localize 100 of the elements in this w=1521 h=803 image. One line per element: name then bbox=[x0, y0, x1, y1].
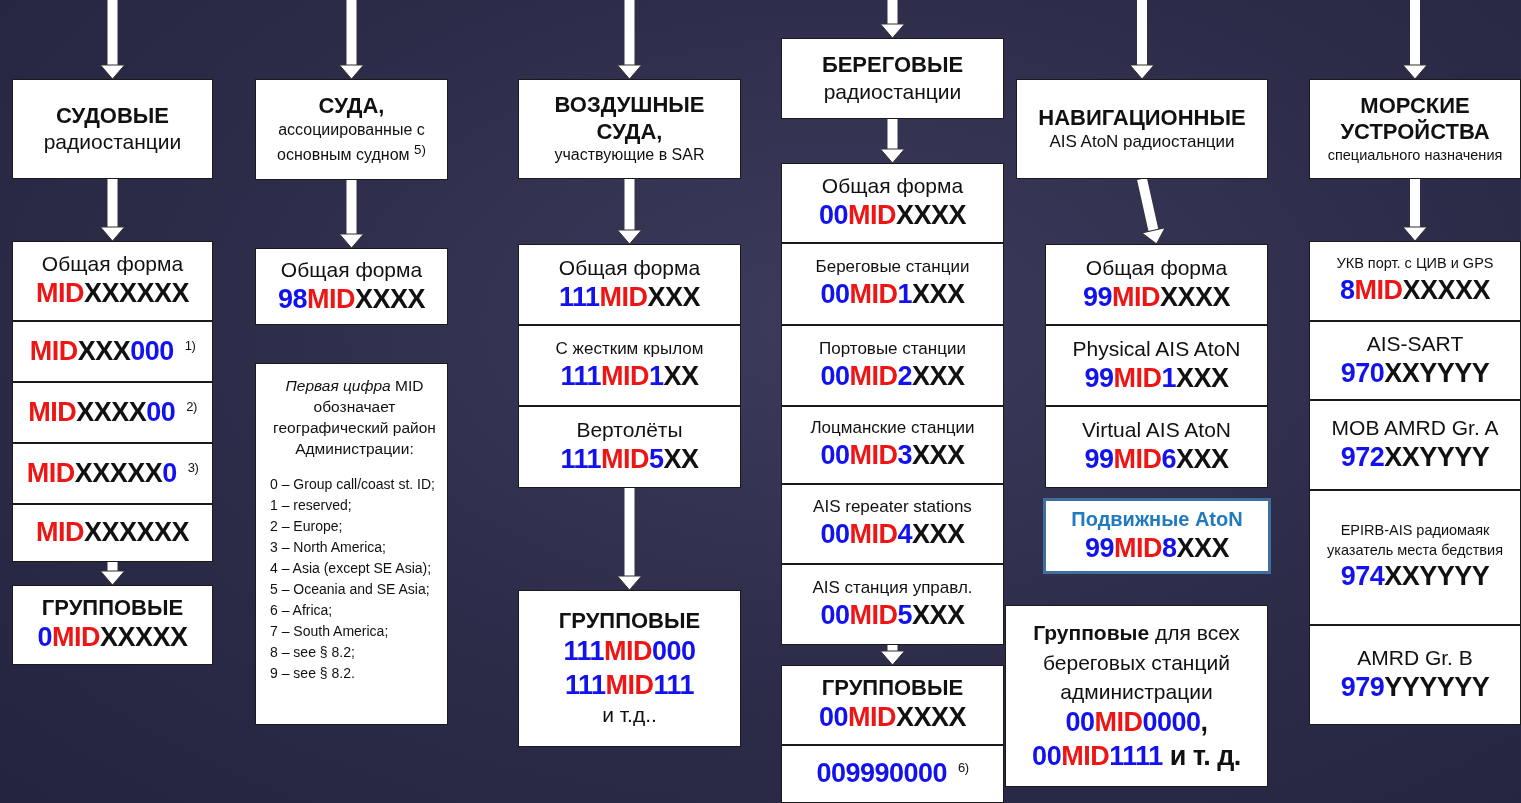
category-box bbox=[12, 585, 213, 665]
label-text: AIS repeater stations bbox=[813, 496, 972, 519]
list-item-text: 4 – Asia (except SE Asia); bbox=[270, 558, 433, 578]
label-text: Общая форма bbox=[558, 254, 701, 281]
label-text: AIS-SART bbox=[1366, 330, 1464, 357]
label-text: С жестким крылом bbox=[555, 337, 704, 360]
code-text: 99MID6XXX bbox=[1084, 443, 1229, 477]
code-text: 98MIDXXXX bbox=[277, 282, 426, 316]
code-text: 111MID1XX bbox=[560, 359, 699, 393]
code-text: 00MID3XXX bbox=[820, 439, 965, 473]
note-box bbox=[255, 363, 448, 725]
format-cell bbox=[1045, 244, 1268, 325]
code-text: 8MIDXXXXX bbox=[1339, 273, 1491, 307]
code-text: MIDXXX000 $^{1)}$ bbox=[29, 334, 196, 368]
code-text: 111MID5XX bbox=[560, 443, 699, 477]
label-text: EPIRB-AIS радиомаяк указатель места бедствия bbox=[1325, 521, 1505, 560]
code-text: MIDXXXXXX bbox=[35, 516, 190, 550]
label-text: Общая форма bbox=[821, 173, 964, 199]
format-cell bbox=[518, 244, 741, 325]
format-cell bbox=[12, 504, 213, 562]
arrow bbox=[1137, 177, 1166, 246]
format-cell bbox=[781, 484, 1004, 564]
heading-text: ВОЗДУШНЫЕ СУДА, bbox=[553, 92, 706, 145]
category-box bbox=[518, 79, 741, 179]
code-text: 974XXYYYY bbox=[1340, 560, 1490, 594]
arrow bbox=[617, 179, 642, 245]
arrow bbox=[339, 180, 364, 249]
label-text: Береговые станции bbox=[815, 256, 970, 279]
code-text: 972XXYYYY bbox=[1340, 441, 1490, 475]
list-item-text: 0 – Group call/coast st. ID; bbox=[270, 474, 436, 494]
format-cell bbox=[781, 243, 1004, 325]
format-cell bbox=[1043, 498, 1271, 574]
list-item-text: 1 – reserved; bbox=[270, 495, 353, 515]
label-text: AIS станция управл. bbox=[812, 576, 973, 599]
heading-text: ГРУППОВЫЕ bbox=[558, 608, 701, 635]
heading-text: БЕРЕГОВЫЕ bbox=[821, 52, 964, 79]
heading-text: МОРСКИЕ УСТРОЙСТВА bbox=[1339, 92, 1491, 146]
list-item-text: 9 – see § 8.2. bbox=[270, 663, 356, 683]
format-cell bbox=[1045, 406, 1268, 488]
code-text: 00MID1111 и т. д. bbox=[1032, 740, 1241, 774]
label-text: радиостанции bbox=[823, 78, 962, 105]
arrow bbox=[100, 0, 125, 80]
label-text: радиостанции bbox=[43, 129, 182, 156]
code-text: 99MID1XXX bbox=[1084, 361, 1229, 395]
list-item-text: 3 – North America; bbox=[270, 537, 387, 557]
label-text: Групповые для всех береговых станций администрации bbox=[1032, 620, 1241, 705]
code-text: 00MID4XXX bbox=[820, 518, 965, 552]
format-cell bbox=[518, 406, 741, 488]
format-cell bbox=[781, 745, 1004, 803]
code-text: MIDXXXX00 $^{2)}$ bbox=[28, 395, 197, 429]
code-text: 00MIDXXXX bbox=[818, 199, 967, 233]
heading-text: ГРУППОВЫЕ bbox=[821, 674, 964, 702]
heading-text: Подвижные AtoN bbox=[1071, 507, 1243, 533]
category-box bbox=[781, 38, 1004, 119]
label-text: Общая форма bbox=[280, 256, 423, 283]
format-cell bbox=[518, 325, 741, 406]
label-text: Общая форма bbox=[1085, 254, 1228, 281]
heading-text: ГРУППОВЫЕ bbox=[41, 594, 184, 622]
heading-text: НАВИГАЦИОННЫЕ bbox=[1038, 104, 1246, 132]
format-cell bbox=[781, 325, 1004, 406]
format-cell bbox=[1309, 625, 1521, 725]
format-cell bbox=[12, 443, 213, 504]
arrow bbox=[617, 0, 642, 80]
format-cell bbox=[781, 163, 1004, 243]
arrow bbox=[880, 0, 905, 39]
format-cell bbox=[1309, 241, 1521, 321]
category-box bbox=[255, 79, 448, 180]
list-item-text: 8 – see § 8.2; bbox=[270, 642, 356, 662]
label-text: участвующие в SAR bbox=[554, 145, 705, 165]
arrow bbox=[1402, 0, 1428, 80]
arrow bbox=[339, 0, 364, 80]
label-text: Вертолёты bbox=[576, 417, 683, 443]
category-box bbox=[1016, 79, 1268, 179]
code-text: 979YYYYYY bbox=[1340, 671, 1490, 705]
label-text: AIS AtoN радиостанции bbox=[1049, 131, 1235, 154]
code-text: MIDXXXXXX bbox=[35, 277, 190, 311]
label-text: Портовые станции bbox=[819, 337, 966, 360]
label-text: специального назначения bbox=[1327, 145, 1503, 165]
arrow bbox=[1402, 179, 1428, 242]
list-item-text: 6 – Africa; bbox=[270, 600, 334, 620]
code-text: 111MIDXXX bbox=[558, 280, 701, 314]
code-text: 970XXYYYY bbox=[1340, 356, 1490, 390]
code-text: 00MID1XXX bbox=[820, 278, 965, 312]
label-text: Общая форма bbox=[41, 251, 184, 277]
format-cell bbox=[12, 321, 213, 382]
arrow bbox=[1129, 0, 1155, 80]
format-cell bbox=[1309, 321, 1521, 400]
format-cell bbox=[1309, 400, 1521, 490]
label-text: Virtual AIS AtoN bbox=[1082, 417, 1231, 443]
arrow bbox=[617, 488, 642, 591]
note-text: Первая цифра MID обозначает географический район Администрации: bbox=[272, 376, 437, 459]
code-text: MIDXXXXX0 $^{3)}$ bbox=[26, 456, 199, 490]
list-item-text: 5 – Oceania and SE Asia; bbox=[270, 579, 431, 599]
format-cell bbox=[12, 241, 213, 321]
code-text: 00MIDXXXX bbox=[818, 701, 967, 735]
format-cell bbox=[781, 564, 1004, 645]
format-cell bbox=[12, 382, 213, 443]
code-text: 111MID111 bbox=[564, 668, 695, 702]
arrow bbox=[880, 119, 905, 164]
arrow bbox=[880, 645, 905, 666]
